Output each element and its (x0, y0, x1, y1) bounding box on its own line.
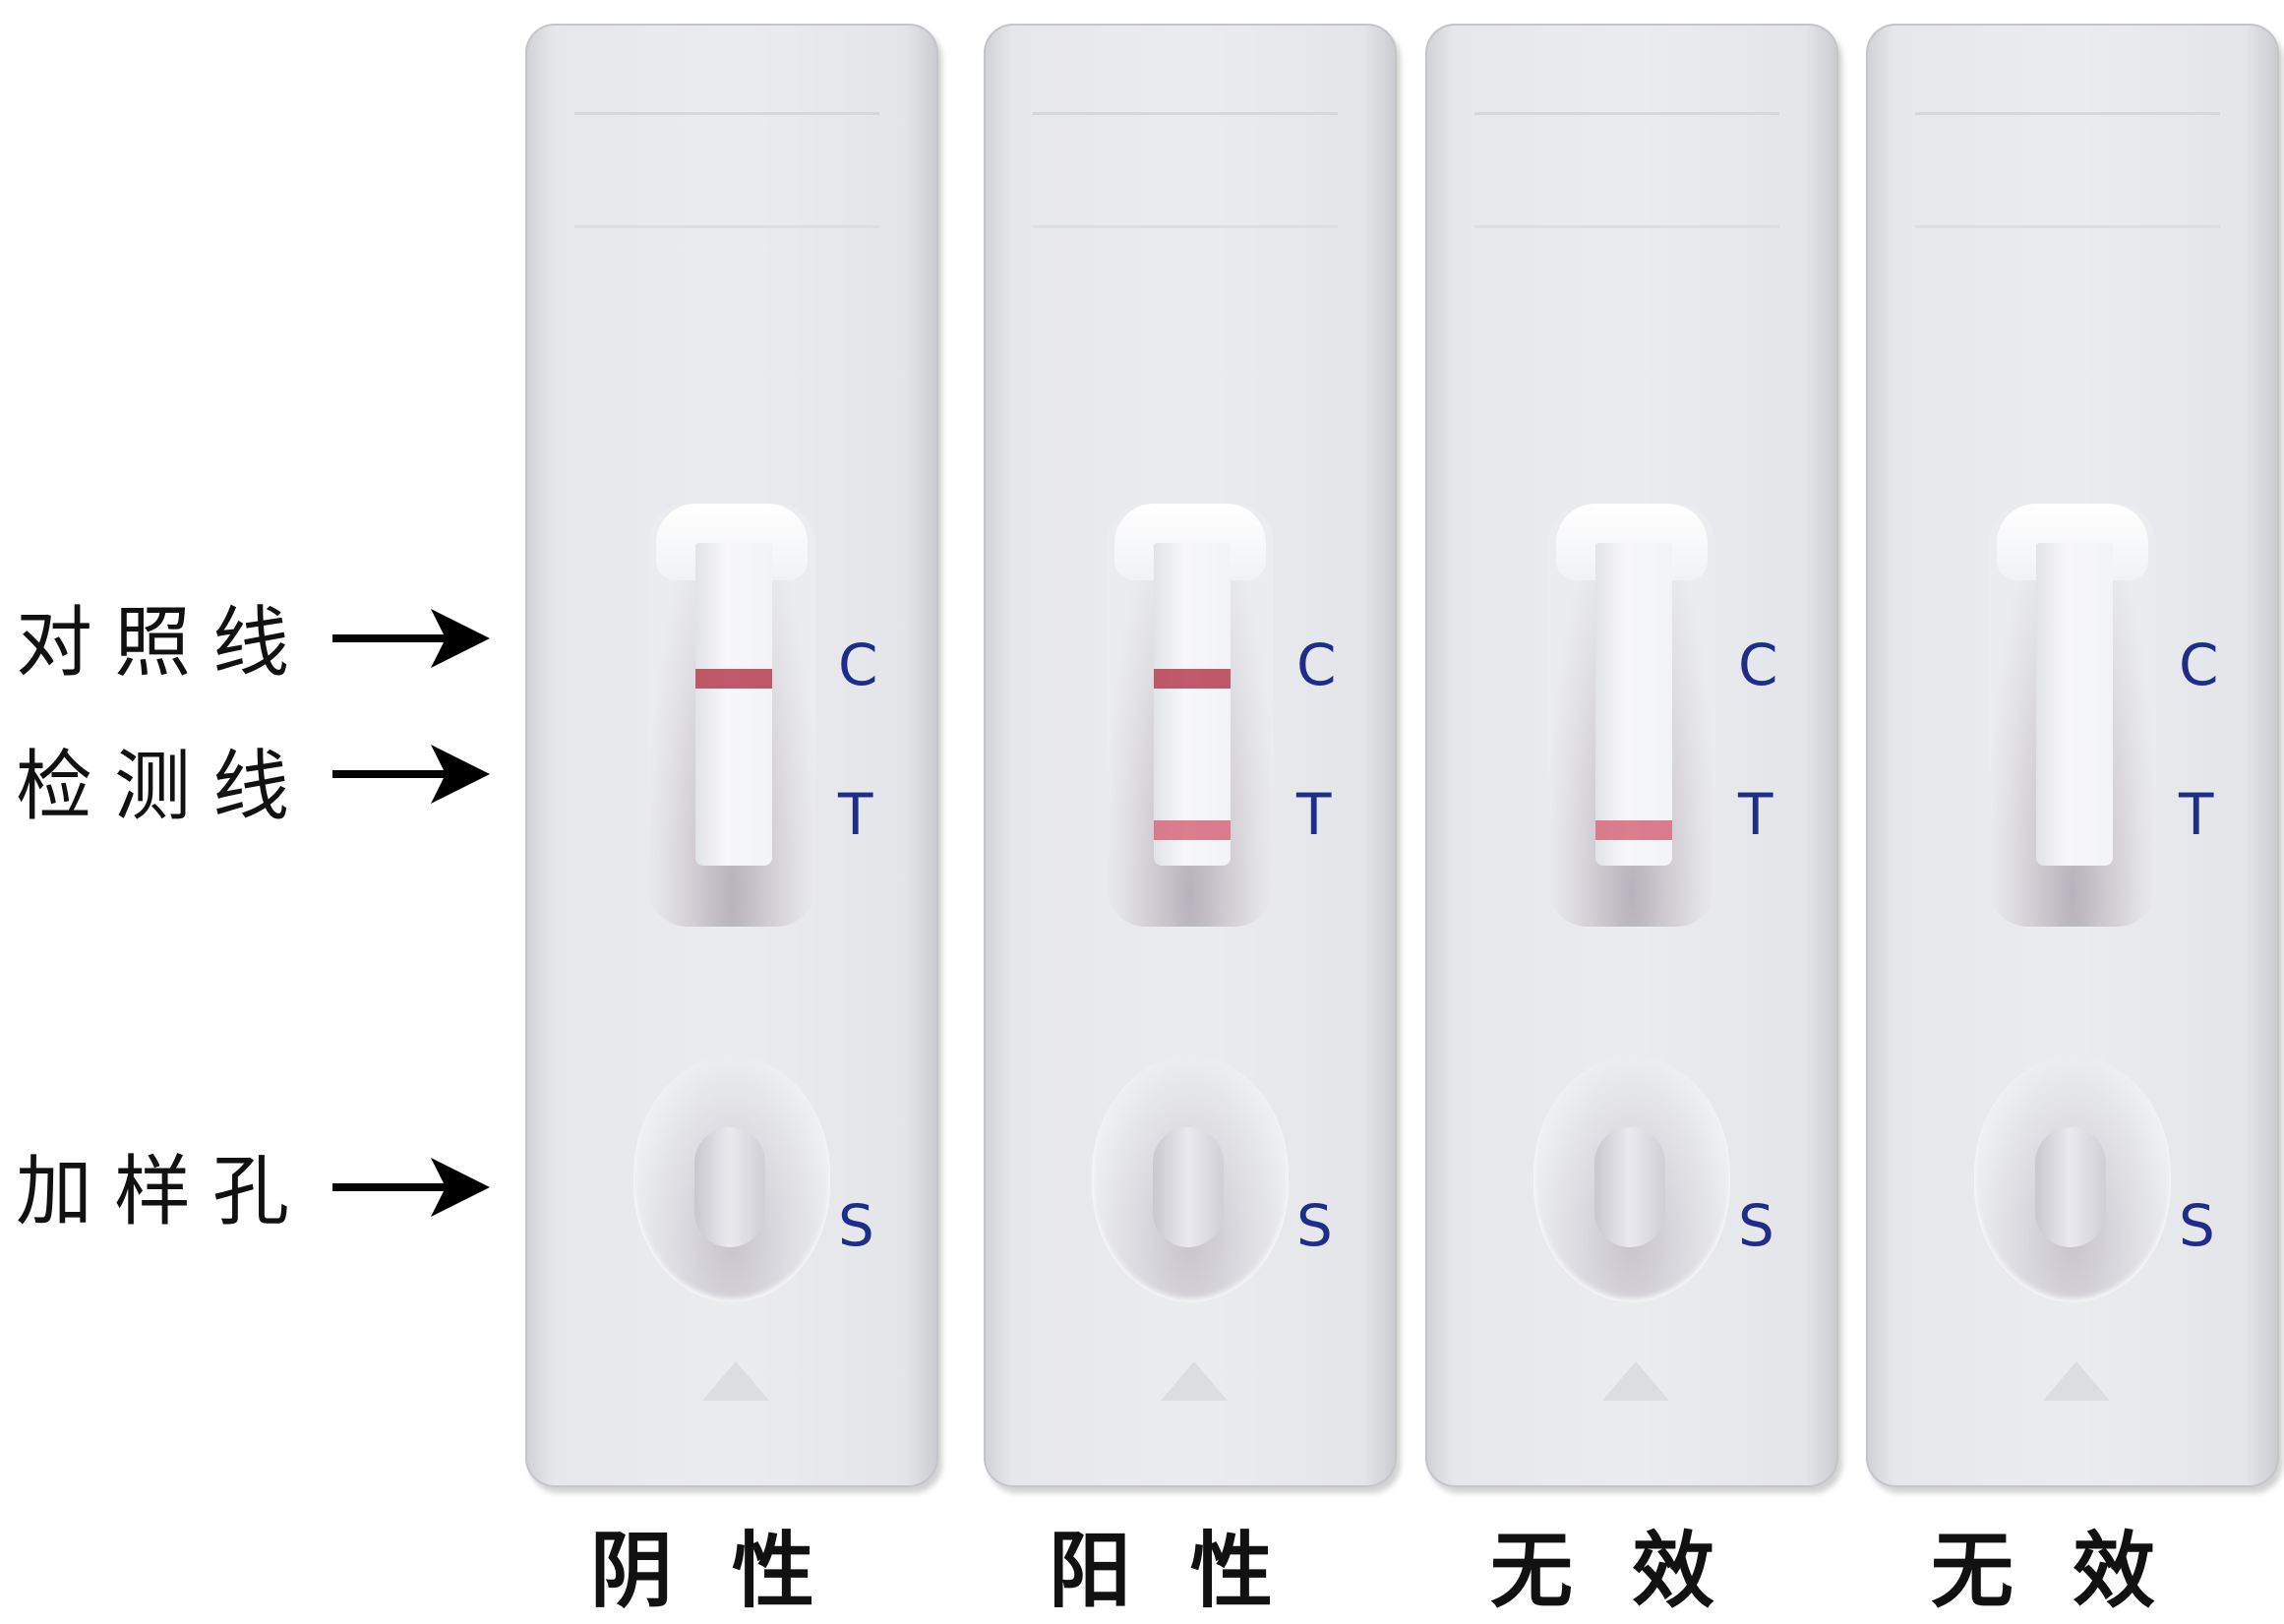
marker-c: C (1738, 632, 1778, 698)
marker-t: T (2179, 781, 2214, 848)
result-window (1548, 504, 1715, 927)
sample-well-label: 加样孔 (16, 1148, 312, 1236)
marker-c: C (1296, 632, 1337, 698)
arrow-right-icon (332, 609, 490, 668)
triangle-icon (702, 1361, 769, 1401)
caption-negative: 阴性 (589, 1522, 873, 1619)
control-band (695, 669, 772, 689)
control-line-label: 对照线 (16, 599, 312, 688)
test-strip (2036, 543, 2113, 866)
triangle-icon (2043, 1361, 2110, 1401)
label-plate (574, 112, 879, 228)
marker-t: T (838, 781, 873, 848)
test-strip (1595, 543, 1672, 866)
sample-well (1974, 1056, 2171, 1302)
triangle-icon (1602, 1361, 1669, 1401)
marker-c: C (838, 632, 878, 698)
arrow-right-icon (332, 745, 490, 804)
result-window (1989, 504, 2156, 927)
label-plate (1915, 112, 2220, 228)
test-strip (695, 543, 772, 866)
marker-s: S (838, 1192, 874, 1259)
label-control-line: 对照线 (0, 572, 511, 700)
cassette-negative: C T S (525, 24, 938, 1487)
label-plate (1474, 112, 1779, 228)
result-window (648, 504, 815, 927)
cassette-invalid-2: C T S (1866, 24, 2279, 1487)
sample-well (1533, 1056, 1730, 1302)
marker-s: S (1296, 1192, 1333, 1259)
label-plate (1033, 112, 1338, 228)
test-band (1595, 820, 1672, 840)
caption-positive: 阳性 (1048, 1522, 1332, 1619)
label-test-line: 检测线 (0, 716, 511, 844)
cassette-invalid-1: C T S (1425, 24, 1838, 1487)
control-band (1154, 669, 1231, 689)
triangle-icon (1161, 1361, 1228, 1401)
sample-well (633, 1056, 830, 1302)
marker-c: C (2179, 632, 2219, 698)
test-line-label: 检测线 (16, 743, 312, 831)
marker-s: S (1738, 1192, 1774, 1259)
caption-invalid-2: 无效 (1930, 1522, 2214, 1619)
marker-s: S (2179, 1192, 2215, 1259)
marker-t: T (1296, 781, 1332, 848)
label-sample-well: 加样孔 (0, 1121, 511, 1249)
arrow-right-icon (332, 1158, 490, 1217)
caption-invalid-1: 无效 (1489, 1522, 1773, 1619)
test-strip (1154, 543, 1231, 866)
result-window (1107, 504, 1274, 927)
cassette-positive: C T S (984, 24, 1397, 1487)
marker-t: T (1738, 781, 1773, 848)
test-band (1154, 820, 1231, 840)
sample-well (1092, 1056, 1289, 1302)
